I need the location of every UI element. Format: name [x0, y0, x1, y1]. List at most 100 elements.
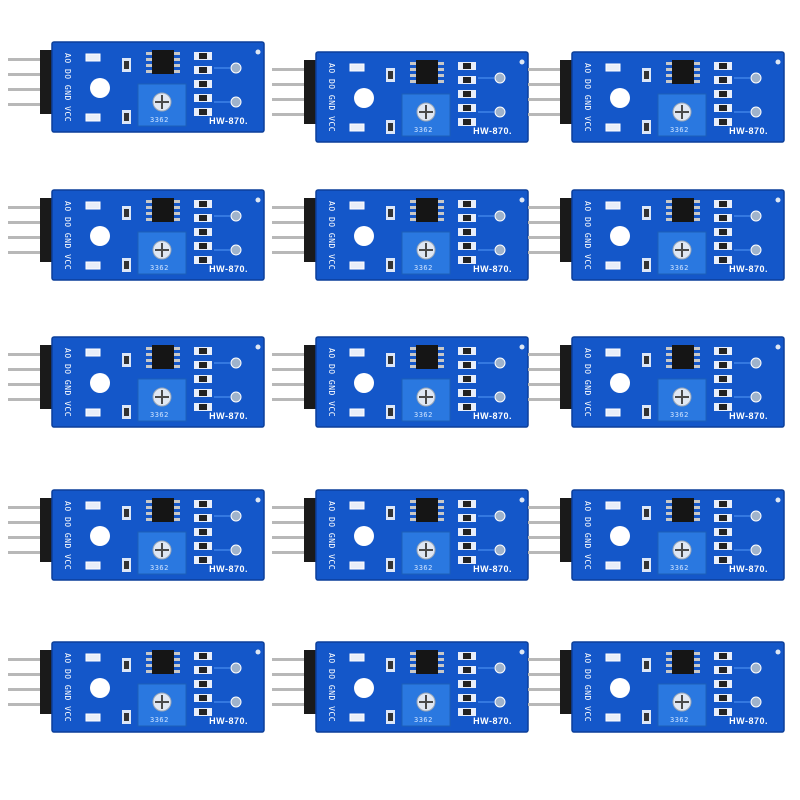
led-icon — [605, 653, 621, 662]
sensor-module-15: AO DO GND VCC 3362 HW-870. — [520, 638, 790, 743]
smd-resistors — [194, 347, 212, 411]
solder-pad — [775, 649, 781, 655]
solder-pad — [255, 344, 261, 350]
pin-labels: AO DO GND VCC — [63, 501, 72, 571]
mounting-hole — [90, 226, 110, 246]
led-icon — [349, 123, 365, 132]
pin-labels: AO DO GND VCC — [327, 63, 336, 133]
mounting-hole — [610, 373, 630, 393]
ic-chip-icon — [146, 498, 180, 522]
pin-labels: AO DO GND VCC — [583, 653, 592, 723]
pot-label: 3362 — [670, 716, 689, 724]
pot-label: 3362 — [414, 264, 433, 272]
solder-pad — [494, 510, 506, 522]
led-icon — [605, 348, 621, 357]
potentiometer-icon — [401, 231, 451, 275]
led-icon — [85, 501, 101, 510]
sensor-module-3: AO DO GND VCC 3362 HW-870. — [520, 48, 790, 153]
led-icon — [605, 501, 621, 510]
smd-resistors — [714, 347, 732, 411]
model-label: HW-870. — [473, 716, 512, 726]
led-icon — [349, 501, 365, 510]
pin-labels: AO DO GND VCC — [63, 201, 72, 271]
solder-pad — [494, 244, 506, 256]
solder-pad — [775, 59, 781, 65]
pin-labels: AO DO GND VCC — [327, 201, 336, 271]
sensor-module-12: AO DO GND VCC 3362 HW-870. — [520, 486, 790, 591]
header-pins — [272, 506, 316, 554]
mounting-hole — [610, 526, 630, 546]
header-pins — [8, 658, 52, 706]
potentiometer-icon — [657, 231, 707, 275]
ic-chip-icon — [146, 198, 180, 222]
led-icon — [349, 201, 365, 210]
ic-chip-icon — [410, 650, 444, 674]
led-icon — [85, 53, 101, 62]
solder-pad — [750, 210, 762, 222]
potentiometer-icon — [657, 93, 707, 137]
header-pins — [272, 353, 316, 401]
potentiometer-icon — [657, 531, 707, 575]
sensor-module-5: AO DO GND VCC 3362 HW-870. — [264, 186, 534, 291]
header-pins — [528, 506, 572, 554]
solder-pad — [775, 197, 781, 203]
solder-pad — [255, 497, 261, 503]
ic-chip-icon — [666, 498, 700, 522]
solder-pad — [255, 197, 261, 203]
smd-resistors — [714, 200, 732, 264]
sensor-module-illustration — [272, 641, 529, 733]
smd-resistors — [458, 500, 476, 564]
sensor-module-illustration — [8, 336, 265, 428]
model-label: HW-870. — [729, 411, 768, 421]
mounting-hole — [610, 88, 630, 108]
solder-pad — [230, 96, 242, 108]
potentiometer-icon — [401, 531, 451, 575]
led-icon — [85, 561, 101, 570]
sensor-module-illustration — [272, 51, 529, 143]
pot-label: 3362 — [414, 716, 433, 724]
solder-pad — [230, 544, 242, 556]
potentiometer-icon — [137, 378, 187, 422]
led-icon — [605, 63, 621, 72]
pin-labels: AO DO GND VCC — [583, 348, 592, 418]
solder-pad — [519, 649, 525, 655]
sensor-module-illustration — [528, 489, 785, 581]
potentiometer-icon — [657, 683, 707, 727]
model-label: HW-870. — [209, 716, 248, 726]
potentiometer-icon — [401, 378, 451, 422]
smd-resistors — [194, 652, 212, 716]
solder-pad — [750, 662, 762, 674]
header-pins — [272, 206, 316, 254]
solder-pad — [750, 244, 762, 256]
pin-labels: AO DO GND VCC — [583, 501, 592, 571]
solder-pad — [230, 244, 242, 256]
model-label: HW-870. — [209, 264, 248, 274]
sensor-module-illustration — [528, 336, 785, 428]
potentiometer-icon — [137, 683, 187, 727]
pot-label: 3362 — [670, 264, 689, 272]
solder-pad — [230, 62, 242, 74]
pot-label: 3362 — [670, 411, 689, 419]
solder-pad — [230, 391, 242, 403]
led-icon — [349, 261, 365, 270]
sensor-module-illustration — [8, 189, 265, 281]
pin-labels: AO DO GND VCC — [63, 653, 72, 723]
sensor-module-illustration — [272, 489, 529, 581]
solder-pad — [519, 344, 525, 350]
ic-chip-icon — [666, 345, 700, 369]
sensor-module-2: AO DO GND VCC 3362 HW-870. — [264, 48, 534, 153]
ic-chip-icon — [666, 198, 700, 222]
led-icon — [605, 261, 621, 270]
solder-pad — [750, 357, 762, 369]
model-label: HW-870. — [729, 716, 768, 726]
sensor-module-1: AO DO GND VCC 3362 HW-870. — [0, 38, 270, 143]
led-icon — [349, 408, 365, 417]
solder-pad — [775, 497, 781, 503]
solder-pad — [230, 696, 242, 708]
solder-pad — [255, 49, 261, 55]
potentiometer-icon — [137, 83, 187, 127]
pin-labels: AO DO GND VCC — [583, 63, 592, 133]
solder-pad — [494, 544, 506, 556]
sensor-module-7: AO DO GND VCC 3362 HW-870. — [0, 333, 270, 438]
